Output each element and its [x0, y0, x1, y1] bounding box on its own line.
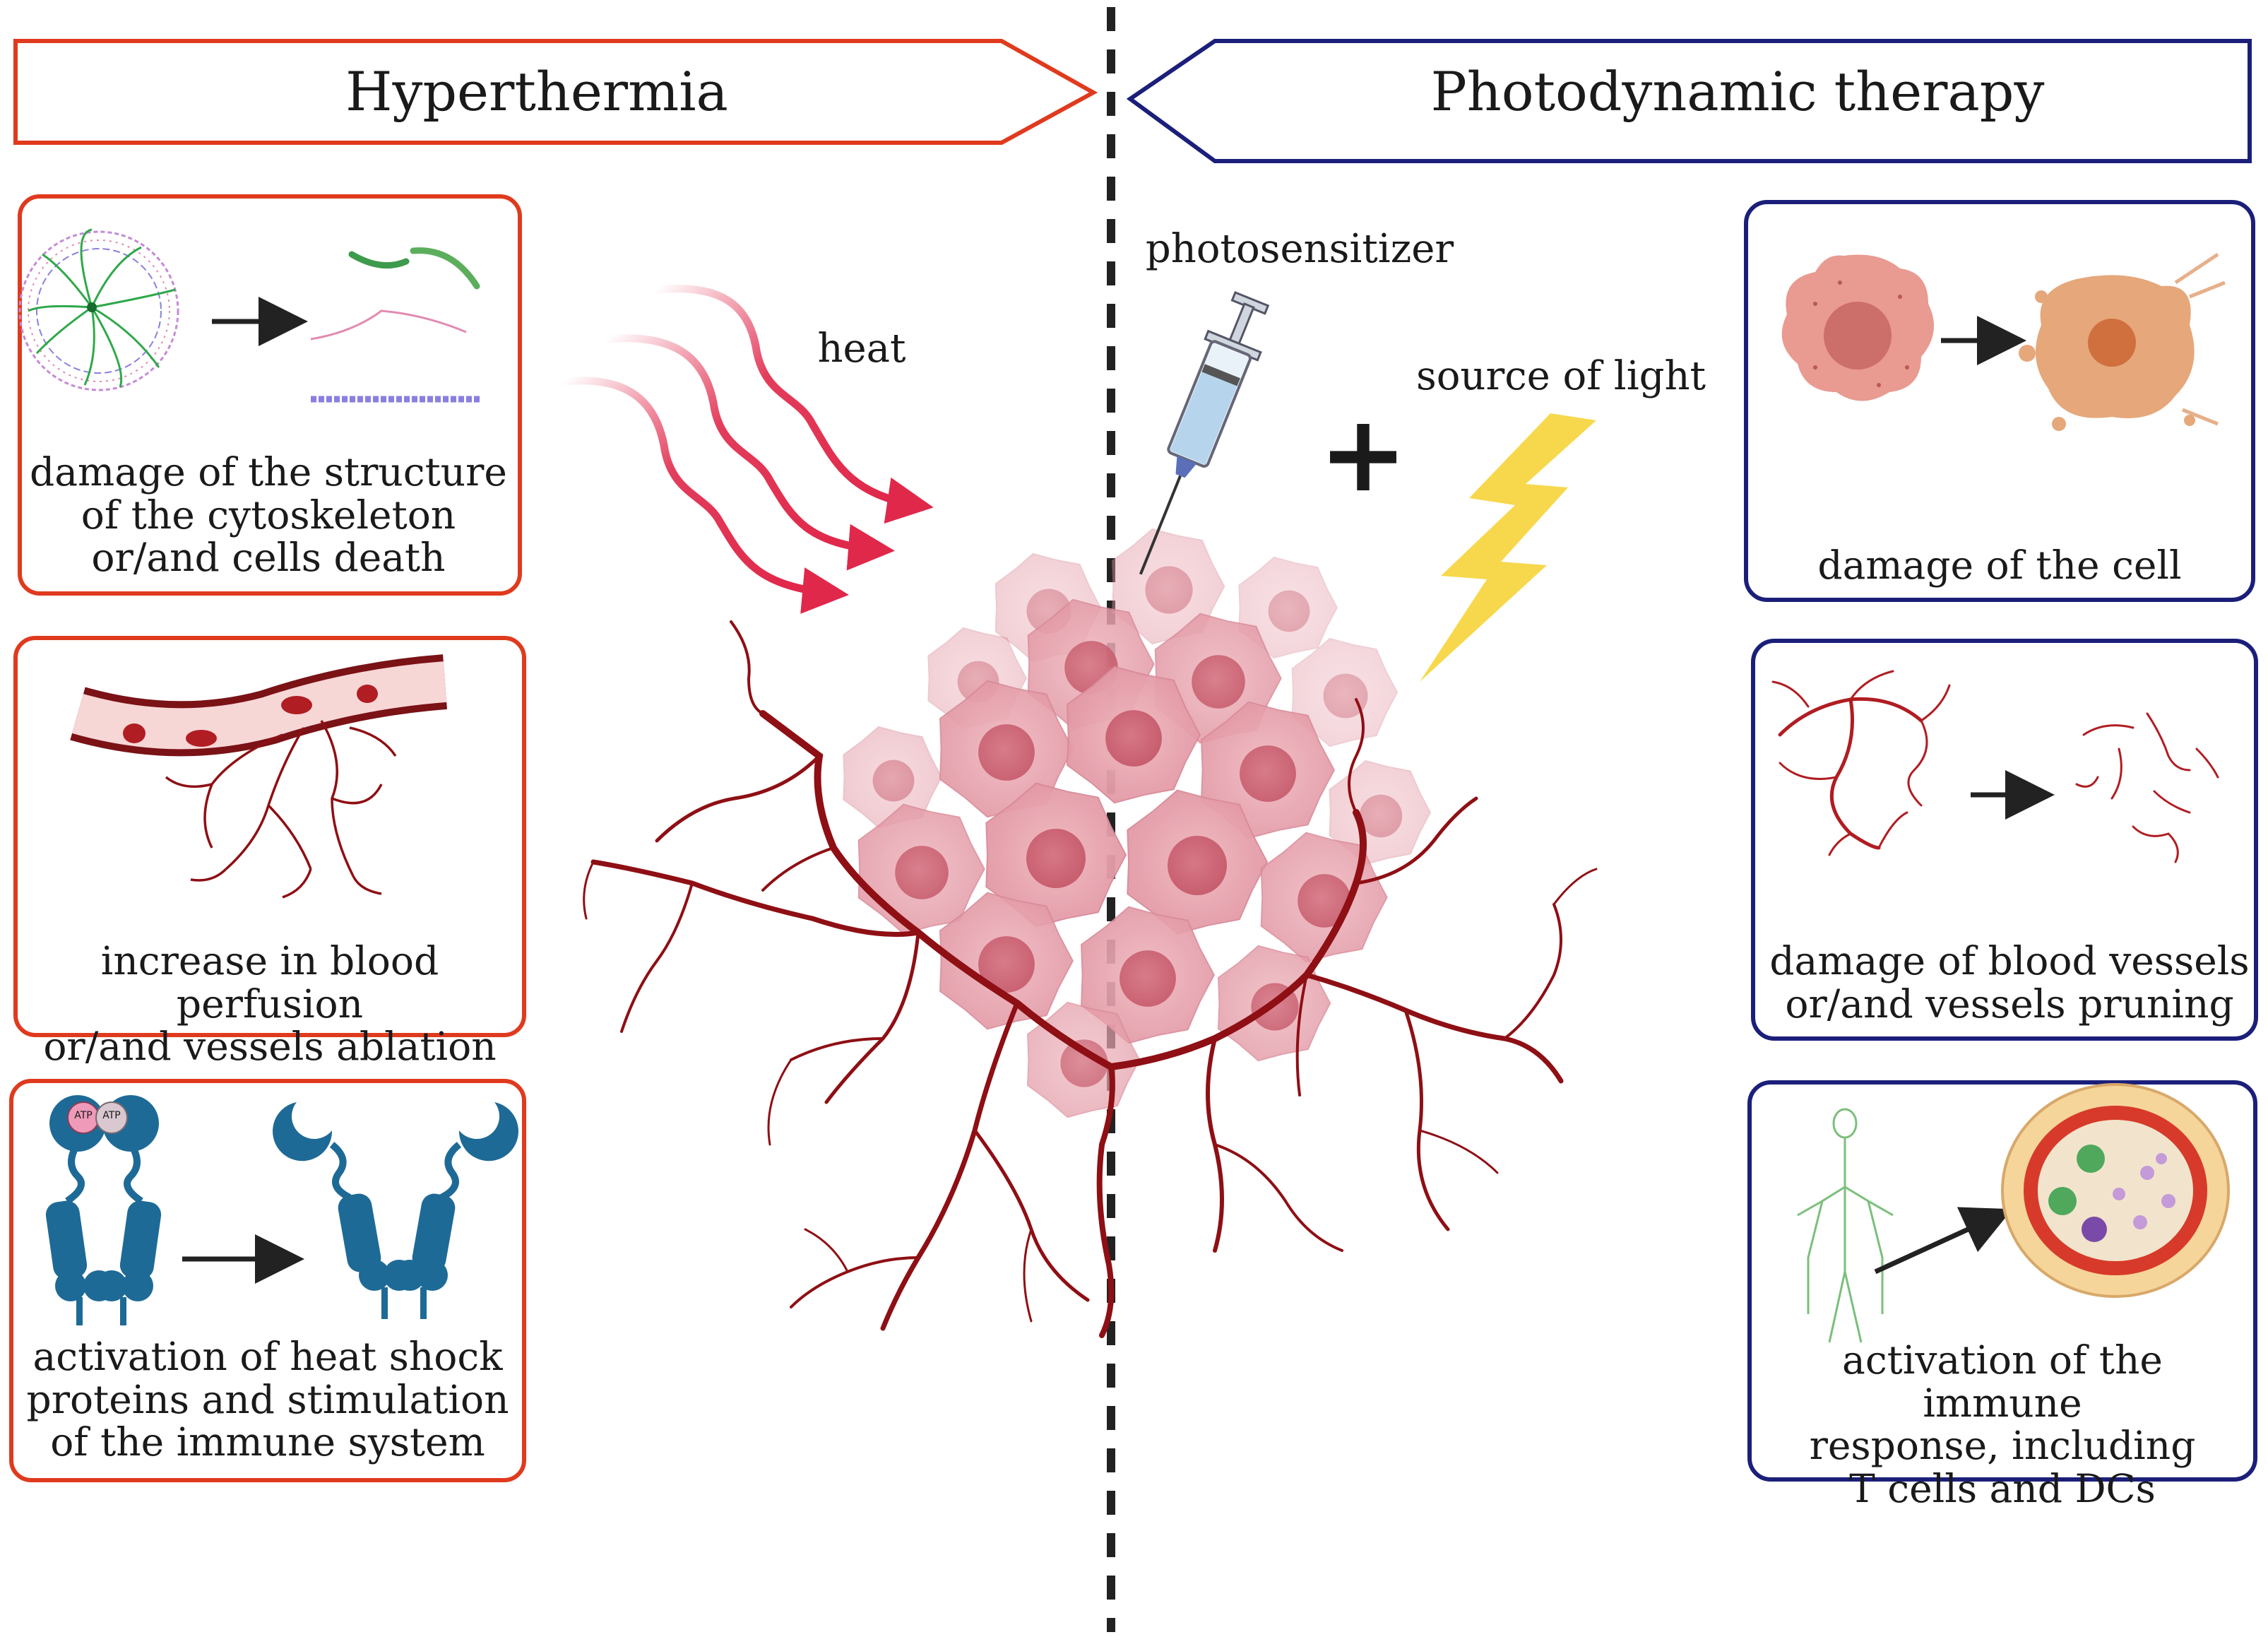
- damaged-cell-icon: [2019, 252, 2226, 431]
- light-source-label: source of light: [1415, 353, 1706, 399]
- heat-label: heat: [817, 326, 906, 372]
- lightning-icon: [1420, 413, 1596, 682]
- caption-line: of the immune system: [50, 1419, 485, 1465]
- cancer-cell-icon: [1781, 254, 1934, 401]
- hyperthermia-header: Hyperthermia: [345, 60, 728, 123]
- pdt-header: Photodynamic therapy: [1430, 60, 2045, 123]
- pdt-box-1: [1744, 200, 2255, 602]
- caption-line: T cells and DCs: [1849, 1465, 2156, 1511]
- lymph-node-icon: [2001, 1083, 2230, 1298]
- healthy-vessels-icon: [1771, 670, 1951, 856]
- pdt-caption-1: damage of the cell: [1753, 544, 2246, 587]
- caption-line: or/and vessels ablation: [43, 1024, 497, 1069]
- atp-label: ATP: [102, 1110, 121, 1121]
- caption-line: or/and cells death: [91, 535, 446, 580]
- fragmented-cytoskeleton-icon: [310, 247, 480, 403]
- pdt-box-2: [1751, 639, 2258, 1041]
- caption-line: proteins and stimulation: [26, 1376, 509, 1422]
- caption-line: damage of the structure: [30, 449, 507, 495]
- pruned-vessels-icon: [2075, 712, 2219, 863]
- caption-line: response, including: [1809, 1423, 2196, 1468]
- caption-line: damage of the cell: [1817, 543, 2182, 588]
- syringe-icon: [1139, 291, 1270, 575]
- caption-line: or/and vessels pruning: [1785, 981, 2234, 1027]
- hyperthermia-banner: [13, 39, 1098, 145]
- pdt-banner: [1126, 39, 2252, 163]
- atp-molecules: [67, 1101, 128, 1134]
- heat-wave-icons: [561, 285, 934, 614]
- caption-line: damage of blood vessels: [1769, 938, 2250, 983]
- atp-label: ATP: [74, 1110, 93, 1121]
- caption-line: increase in blood perfusion: [100, 938, 439, 1027]
- tumor-vessel-network: [583, 620, 1598, 1338]
- hyperthermia-caption-1: damage of the structure of the cytoskele…: [28, 451, 509, 579]
- lymphatic-system-icon: [1797, 1108, 1894, 1343]
- photosensitizer-label: photosensitizer: [1145, 226, 1454, 272]
- hyperthermia-caption-3: activation of heat shock proteins and st…: [18, 1335, 517, 1464]
- immune-arrow: [1874, 1207, 2013, 1275]
- hyperthermia-caption-2: increase in blood perfusion or/and vesse…: [20, 940, 520, 1068]
- hyperthermia-box-1: [18, 194, 522, 596]
- pdt-caption-2: damage of blood vessels or/and vessels p…: [1766, 940, 2253, 1025]
- plus-sign: +: [1319, 393, 1408, 516]
- cytoskeleton-cell-icon: [18, 228, 179, 391]
- caption-line: activation of heat shock: [32, 1334, 503, 1379]
- blood-vessel-icon: [70, 654, 448, 899]
- caption-line: of the cytoskeleton: [81, 492, 456, 538]
- caption-line: activation of the immune: [1842, 1337, 2163, 1426]
- pdt-caption-3: activation of the immune response, inclu…: [1757, 1339, 2248, 1510]
- tumor-icon: [843, 528, 1432, 1118]
